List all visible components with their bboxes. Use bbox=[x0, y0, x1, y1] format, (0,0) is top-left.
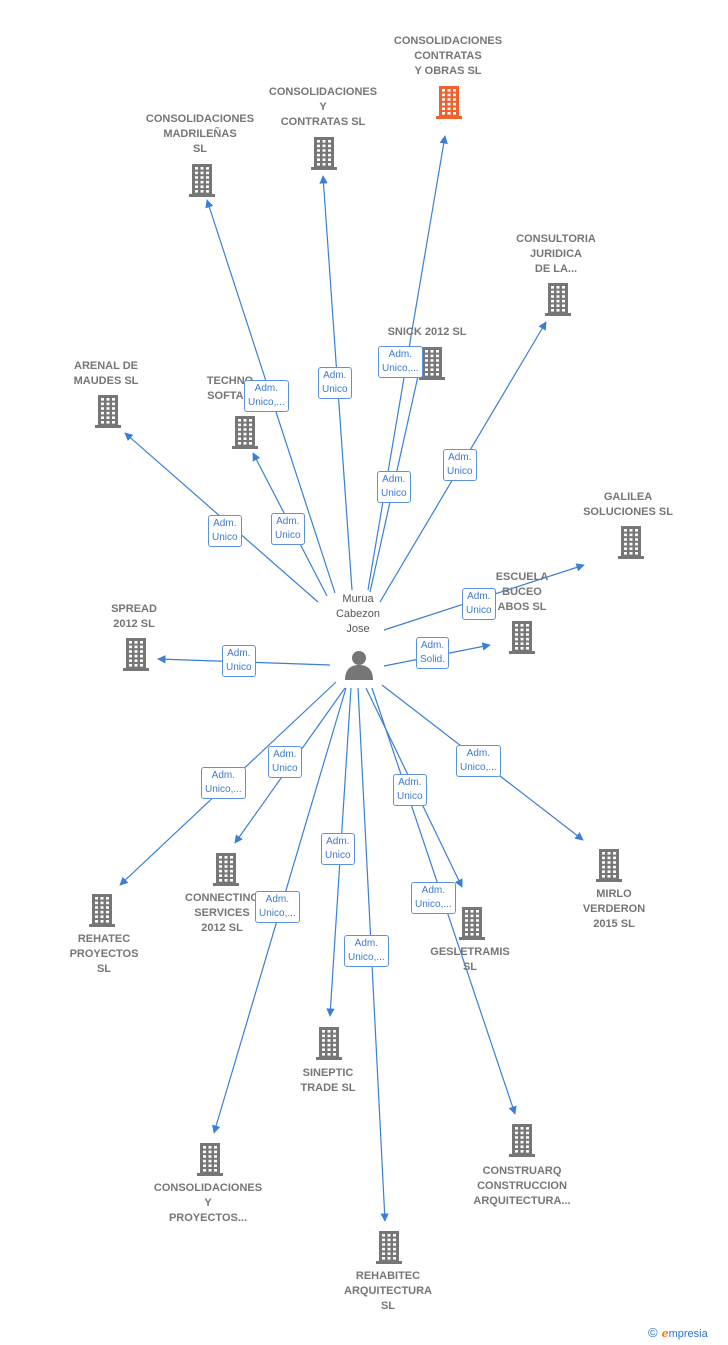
building-icon[interactable] bbox=[374, 1229, 404, 1265]
building-icon[interactable] bbox=[121, 636, 151, 672]
role-tag[interactable]: Adm. Unico,... bbox=[378, 346, 423, 378]
company-node[interactable]: REHATEC PROYECTOS SL bbox=[29, 932, 179, 977]
company-node[interactable]: CONSOLIDACIONES Y CONTRATAS SL bbox=[248, 85, 398, 130]
role-tag[interactable]: Adm. Unico,... bbox=[201, 767, 246, 799]
company-node[interactable]: CONSOLIDACIONES Y PROYECTOS... bbox=[133, 1181, 283, 1226]
company-node[interactable]: ARENAL DE MAUDES SL bbox=[31, 359, 181, 389]
building-icon[interactable] bbox=[211, 851, 241, 887]
company-node[interactable]: TECHNO SOFTA... bbox=[155, 374, 305, 404]
role-tag[interactable]: Adm. Unico,... bbox=[344, 935, 389, 967]
building-icon[interactable] bbox=[195, 1141, 225, 1177]
role-tag[interactable]: Adm. Unico,... bbox=[411, 882, 456, 914]
company-node[interactable]: ESCUELA BUCEO ABOS SL bbox=[447, 570, 597, 615]
company-node[interactable]: CONSOLIDACIONES CONTRATAS Y OBRAS SL bbox=[373, 34, 523, 79]
role-tag[interactable]: Adm. Unico,... bbox=[255, 891, 300, 923]
company-name: SINEPTIC TRADE SL bbox=[300, 1067, 356, 1094]
building-icon[interactable] bbox=[93, 393, 123, 429]
role-tag[interactable]: Adm. Unico bbox=[222, 645, 256, 677]
company-node[interactable]: SINEPTIC TRADE SL bbox=[253, 1066, 403, 1096]
footer-brand: ©empresia bbox=[648, 1325, 708, 1340]
company-node[interactable]: CONSULTORIA JURIDICA DE LA... bbox=[481, 232, 631, 277]
company-name: GESLETRAMIS SL bbox=[430, 946, 510, 973]
copyright-symbol: © bbox=[648, 1325, 658, 1340]
building-icon[interactable] bbox=[543, 281, 573, 317]
building-icon[interactable] bbox=[616, 524, 646, 560]
role-tag[interactable]: Adm. Unico bbox=[321, 833, 355, 865]
role-tag[interactable]: Adm. Unico bbox=[271, 513, 305, 545]
company-name: CONSOLIDACIONES Y CONTRATAS SL bbox=[268, 86, 378, 128]
company-name: CONSTRUARQ CONSTRUCCION ARQUITECTURA... bbox=[473, 1165, 571, 1207]
building-icon[interactable] bbox=[417, 345, 447, 381]
role-tag[interactable]: Adm. Unico bbox=[443, 449, 477, 481]
company-name: CONNECTING SERVICES 2012 SL bbox=[185, 892, 259, 934]
company-node[interactable]: CONSTRUARQ CONSTRUCCION ARQUITECTURA... bbox=[447, 1164, 597, 1209]
building-icon[interactable] bbox=[314, 1025, 344, 1061]
role-tag[interactable]: Adm. Unico,... bbox=[456, 745, 501, 777]
company-name: GALILEA SOLUCIONES SL bbox=[583, 491, 673, 518]
company-name: CONSOLIDACIONES CONTRATAS Y OBRAS SL bbox=[393, 35, 503, 77]
role-tag[interactable]: Adm. Unico bbox=[208, 515, 242, 547]
company-node[interactable]: CONSOLIDACIONES MADRILEÑAS SL bbox=[125, 112, 275, 157]
building-icon[interactable] bbox=[594, 847, 624, 883]
company-name: SPREAD 2012 SL bbox=[111, 603, 157, 630]
company-name: MIRLO VERDERON 2015 SL bbox=[582, 888, 646, 930]
building-icon[interactable] bbox=[309, 135, 339, 171]
building-icon[interactable] bbox=[457, 905, 487, 941]
company-name: CONSULTORIA JURIDICA DE LA... bbox=[516, 233, 596, 275]
company-node[interactable]: SNICK 2012 SL bbox=[352, 325, 502, 340]
company-name: ARENAL DE MAUDES SL bbox=[73, 360, 139, 387]
company-node[interactable]: GALILEA SOLUCIONES SL bbox=[553, 490, 703, 520]
company-node[interactable]: SPREAD 2012 SL bbox=[59, 602, 209, 632]
brand-name: mpresia bbox=[668, 1328, 708, 1340]
role-tag[interactable]: Adm. Unico bbox=[318, 367, 352, 399]
building-icon[interactable] bbox=[187, 162, 217, 198]
company-node[interactable]: REHABITEC ARQUITECTURA SL bbox=[313, 1269, 463, 1314]
role-tag[interactable]: Adm. Unico bbox=[377, 471, 411, 503]
person-icon bbox=[345, 651, 373, 680]
brand-initial: e bbox=[661, 1327, 669, 1340]
company-name: ESCUELA BUCEO ABOS SL bbox=[495, 571, 549, 613]
center-person[interactable]: Murua Cabezon Jose bbox=[318, 592, 398, 637]
building-icon[interactable] bbox=[87, 892, 117, 928]
company-name: CONSOLIDACIONES Y PROYECTOS... bbox=[153, 1182, 263, 1224]
building-icon[interactable] bbox=[230, 414, 260, 450]
role-tag[interactable]: Adm. Unico bbox=[268, 746, 302, 778]
role-tag[interactable]: Adm. Unico bbox=[462, 588, 496, 620]
building-icon[interactable] bbox=[434, 84, 464, 120]
building-icon[interactable] bbox=[507, 1122, 537, 1158]
company-node[interactable]: MIRLO VERDERON 2015 SL bbox=[539, 887, 689, 932]
center-person-label: Murua Cabezon Jose bbox=[335, 593, 381, 635]
company-node[interactable]: CONNECTING SERVICES 2012 SL bbox=[147, 891, 297, 936]
company-name: CONSOLIDACIONES MADRILEÑAS SL bbox=[145, 113, 255, 155]
company-node[interactable]: GESLETRAMIS SL bbox=[395, 945, 545, 975]
company-name: REHABITEC ARQUITECTURA SL bbox=[344, 1270, 432, 1312]
company-name: REHATEC PROYECTOS SL bbox=[69, 933, 139, 975]
role-tag[interactable]: Adm. Solid. bbox=[416, 637, 450, 669]
building-icon[interactable] bbox=[507, 619, 537, 655]
role-tag[interactable]: Adm. Unico,... bbox=[244, 380, 289, 412]
company-name: SNICK 2012 SL bbox=[387, 326, 467, 338]
company-name: TECHNO SOFTA... bbox=[206, 375, 254, 402]
role-tag[interactable]: Adm. Unico bbox=[393, 774, 427, 806]
